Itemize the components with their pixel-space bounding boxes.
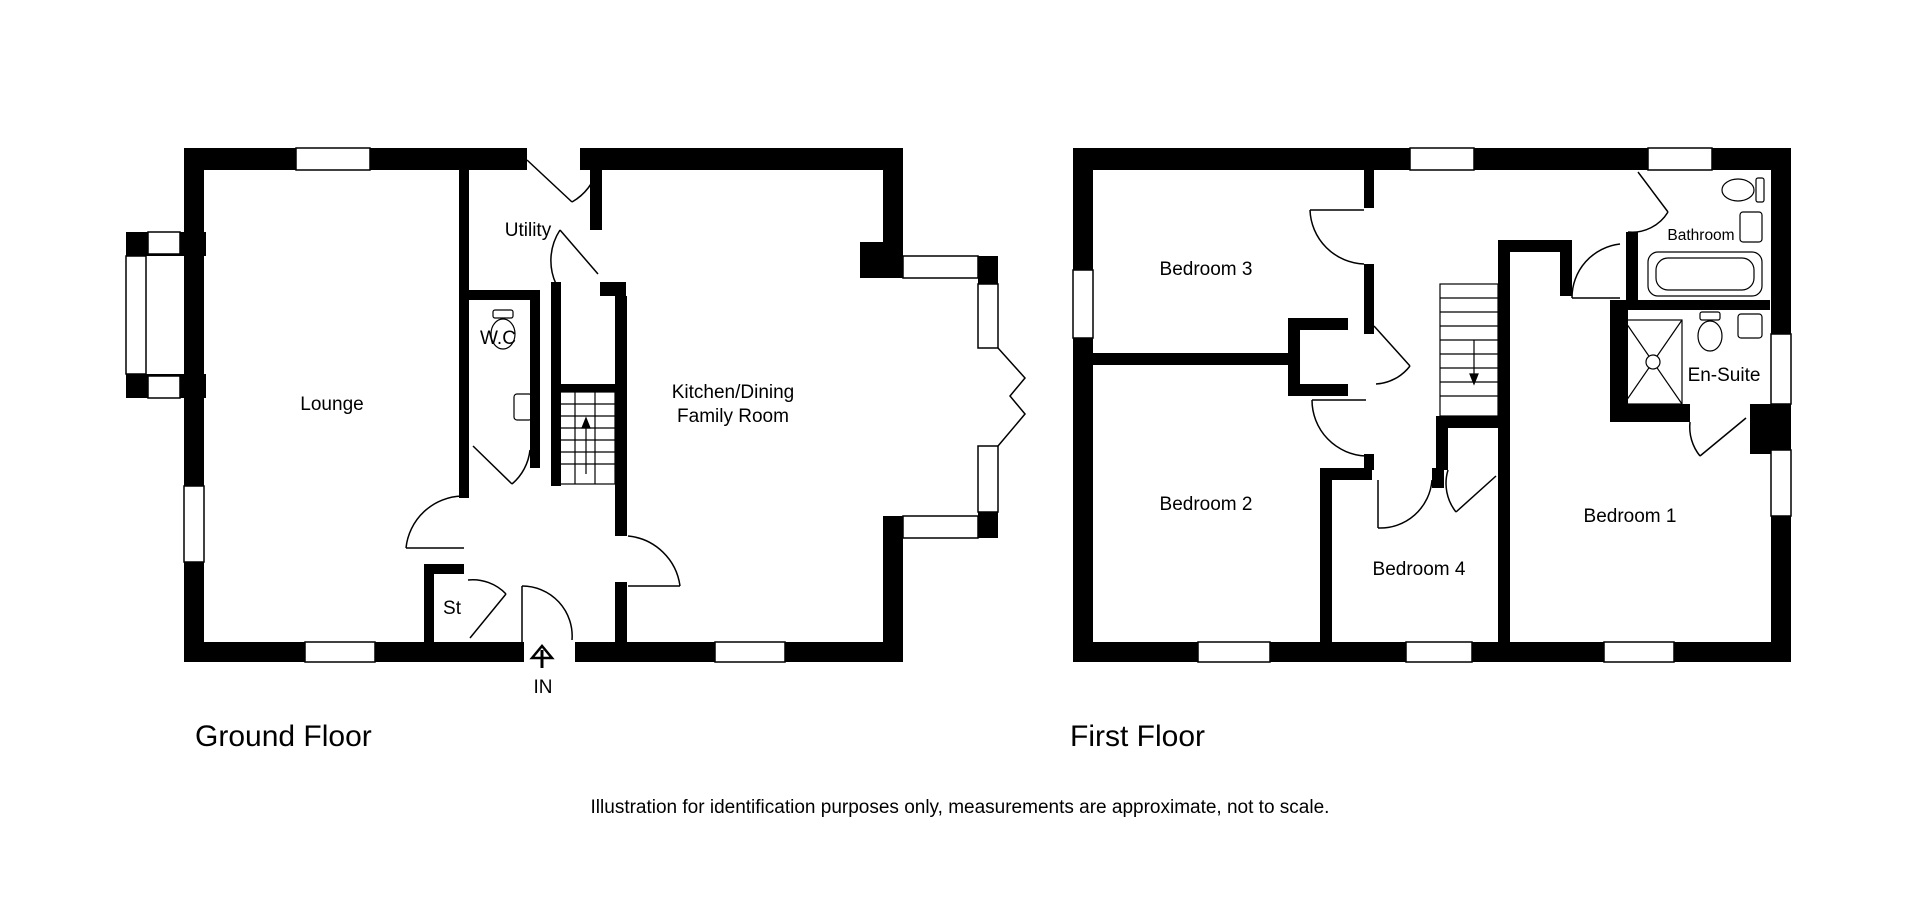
room-label-bedroom2: Bedroom 2 xyxy=(1160,494,1253,515)
room-label-ensuite: En-Suite xyxy=(1688,365,1761,386)
shower-icon xyxy=(1623,319,1683,405)
room-label-kitchen-line2: Family Room xyxy=(677,406,789,427)
entrance-label: IN xyxy=(534,677,553,698)
room-label-utility: Utility xyxy=(505,220,552,241)
first-floor-stairs xyxy=(1439,283,1499,417)
disclaimer-text: Illustration for identification purposes… xyxy=(590,797,1330,818)
ground-floor-walls xyxy=(126,148,998,662)
basin-icon xyxy=(1737,313,1763,339)
ground-floor-plan: Lounge Utility W.C Kitchen/Dining Family… xyxy=(125,147,1026,698)
room-label-bedroom3: Bedroom 3 xyxy=(1160,259,1253,280)
ground-floor-title: Ground Floor xyxy=(195,720,372,753)
room-label-bathroom: Bathroom xyxy=(1667,227,1734,244)
room-label-bedroom4: Bedroom 4 xyxy=(1373,559,1466,580)
ensuite-fixtures xyxy=(1623,311,1763,405)
basin-icon xyxy=(1739,211,1763,243)
bath-icon xyxy=(1647,251,1763,297)
first-floor-doors xyxy=(1309,171,1747,529)
room-label-bedroom1: Bedroom 1 xyxy=(1584,506,1677,527)
entrance-arrow xyxy=(529,644,555,668)
room-label-wc: W.C xyxy=(480,328,516,349)
room-label-store: St xyxy=(443,598,462,619)
toilet-icon xyxy=(1697,320,1723,352)
bathroom-fixtures xyxy=(1647,177,1765,297)
first-floor-windows xyxy=(1072,147,1792,663)
toilet-icon xyxy=(1721,178,1755,202)
wc-fixtures xyxy=(490,309,533,421)
ground-floor-doors xyxy=(405,159,1026,642)
ground-floor-windows xyxy=(125,147,999,663)
toilet-icon xyxy=(492,309,514,319)
basin-icon xyxy=(513,393,533,421)
first-floor-walls xyxy=(1073,148,1791,662)
first-floor-title: First Floor xyxy=(1070,720,1205,753)
first-floor-plan: Bedroom 3 Bedroom 2 Bedroom 4 Bedroom 1 … xyxy=(1072,147,1792,663)
ground-floor-stairs xyxy=(556,391,616,485)
room-label-kitchen-line1: Kitchen/Dining xyxy=(672,382,795,403)
room-label-lounge: Lounge xyxy=(300,394,363,415)
